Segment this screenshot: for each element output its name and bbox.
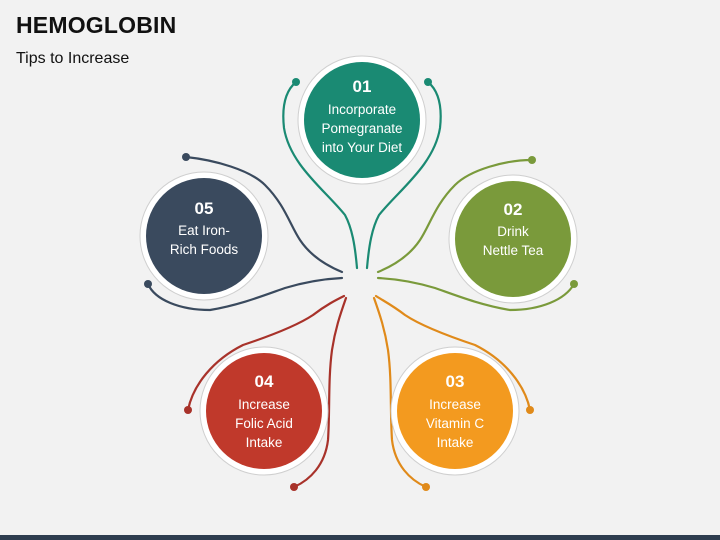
step-node-04: 04 Increase Folic Acid Intake: [199, 346, 329, 476]
endpoint-dot: [184, 406, 192, 414]
connector-05-top: [184, 155, 344, 274]
connector-endpoints: [144, 78, 578, 491]
endpoint-dot: [526, 406, 534, 414]
step-node-02: 02 Drink Nettle Tea: [448, 174, 578, 304]
step-text: Rich Foods: [170, 242, 239, 257]
endpoint-dot: [424, 78, 432, 86]
connector-04-left: [186, 294, 346, 412]
connector-03-left: [372, 296, 428, 489]
connector-01-right: [365, 80, 442, 270]
step-text: Increase: [429, 397, 481, 412]
step-circle-fill: [455, 181, 571, 297]
step-text: Folic Acid: [235, 416, 293, 431]
step-text: Eat Iron-: [178, 223, 230, 238]
step-text: Vitamin C: [426, 416, 485, 431]
step-text: Increase: [238, 397, 290, 412]
step-text: Drink: [497, 224, 529, 239]
step-number: 02: [504, 200, 523, 219]
page-subtitle: Tips to Increase: [16, 50, 130, 67]
step-text: into Your Diet: [322, 140, 403, 155]
endpoint-dot: [292, 78, 300, 86]
connector-02-top: [376, 158, 534, 274]
connector-04-right: [292, 296, 348, 489]
step-circle-fill: [304, 62, 420, 178]
step-number: 05: [195, 199, 214, 218]
endpoint-dot: [528, 156, 536, 164]
step-circle-fill: [206, 353, 322, 469]
step-circle-fill: [146, 178, 262, 294]
page-title: HEMOGLOBIN: [16, 12, 177, 38]
step-number: 01: [353, 77, 372, 96]
step-number: 03: [446, 372, 465, 391]
step-node-01: 01 Incorporate Pomegranate into Your Die…: [297, 55, 427, 185]
step-number: 04: [255, 372, 274, 391]
step-text: Incorporate: [328, 102, 396, 117]
endpoint-dot: [144, 280, 152, 288]
step-circle-fill: [397, 353, 513, 469]
endpoint-dot: [182, 153, 190, 161]
endpoint-dot: [570, 280, 578, 288]
step-node-05: 05 Eat Iron- Rich Foods: [139, 171, 269, 301]
connector-01-left: [282, 80, 359, 270]
endpoint-dot: [290, 483, 298, 491]
connector-03-right: [374, 294, 532, 412]
connector-05-bottom: [146, 276, 344, 312]
endpoint-dot: [422, 483, 430, 491]
step-text: Intake: [437, 435, 474, 450]
step-text: Pomegranate: [321, 121, 402, 136]
bottom-accent-bar: [0, 535, 720, 540]
step-text: Nettle Tea: [483, 243, 544, 258]
connector-lines: [146, 80, 576, 489]
step-text: Intake: [246, 435, 283, 450]
step-node-03: 03 Increase Vitamin C Intake: [390, 346, 520, 476]
connector-02-bottom: [376, 276, 576, 312]
